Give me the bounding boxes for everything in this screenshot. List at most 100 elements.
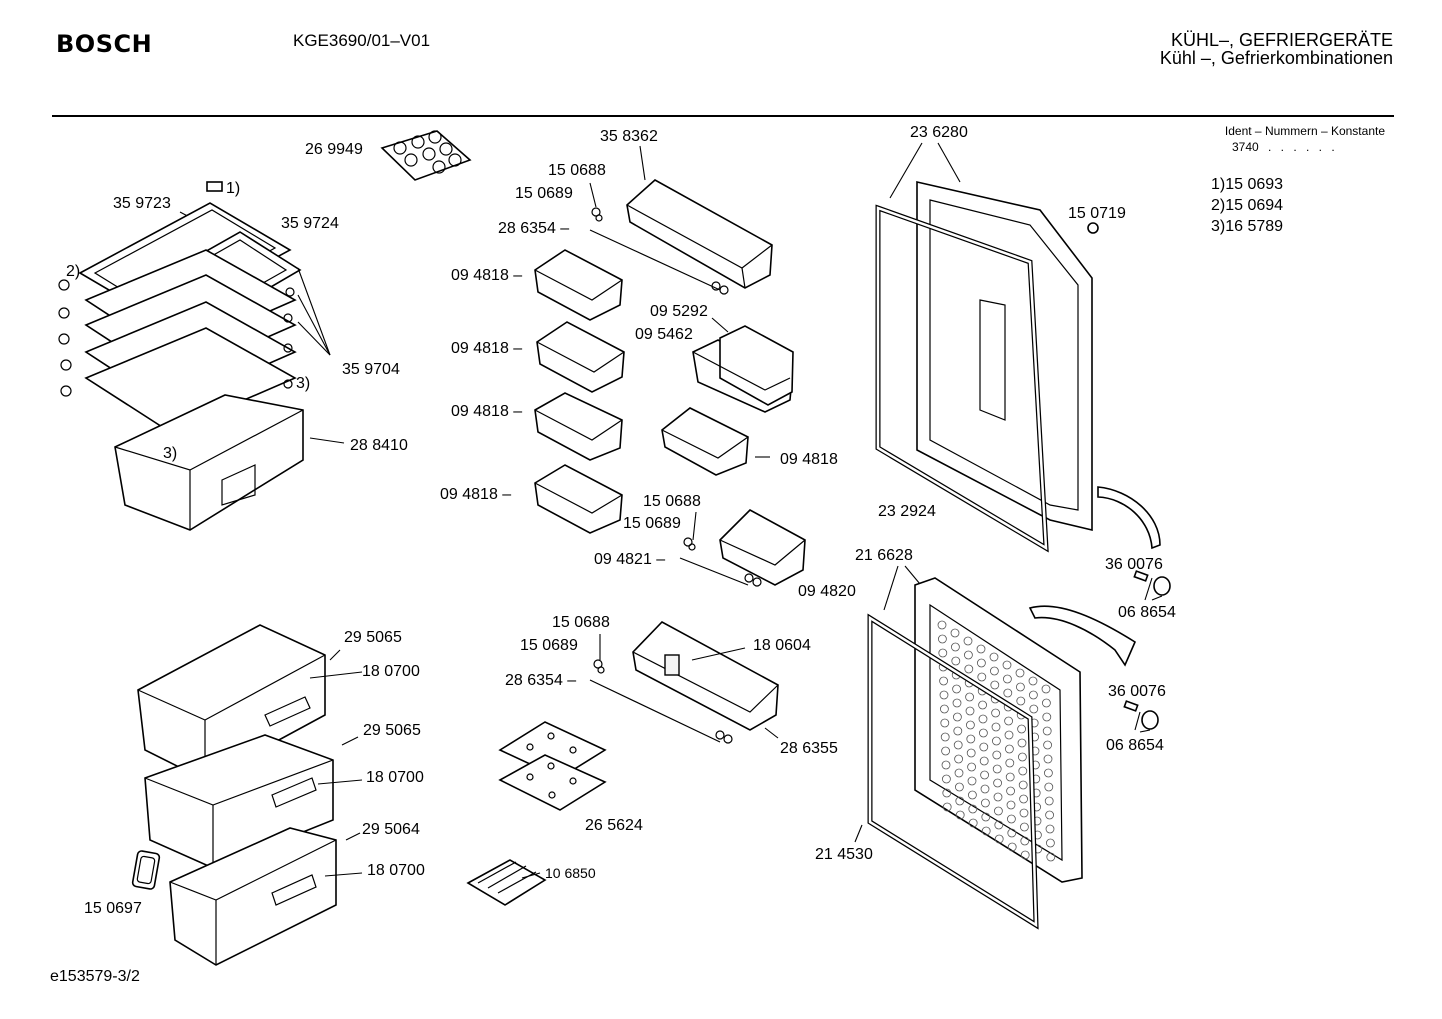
- butter-bin-1[interactable]: [534, 249, 623, 321]
- dimple: [990, 680, 1000, 690]
- dimple: [978, 714, 988, 724]
- dimple: [979, 756, 989, 766]
- butter-bin-5[interactable]: [661, 407, 749, 476]
- fridge-door-panel[interactable]: [916, 180, 1093, 532]
- dimple: [940, 718, 950, 728]
- label-216628: 21 6628: [855, 547, 913, 564]
- dimple: [1029, 690, 1038, 700]
- bottle-retainer-wire-3[interactable]: [589, 659, 733, 744]
- dimple: [955, 782, 964, 792]
- dimple: [968, 790, 977, 800]
- dimple: [1004, 730, 1014, 740]
- dimple: [1019, 808, 1029, 818]
- dimple: [968, 818, 978, 828]
- dimple: [941, 760, 951, 770]
- shelf-frame-4[interactable]: [84, 327, 297, 433]
- dimple: [1004, 716, 1013, 726]
- dimple: [1045, 824, 1055, 834]
- dimple: [952, 684, 961, 694]
- model-number: KGE3690/01–V01: [293, 31, 431, 50]
- dimple: [966, 748, 976, 758]
- dimple: [940, 704, 949, 714]
- ice-cube-tray[interactable]: [466, 859, 547, 906]
- dimple: [1003, 688, 1013, 698]
- dimple: [980, 770, 989, 780]
- dimple: [1006, 786, 1015, 796]
- dimple: [953, 712, 962, 722]
- dimple: [1046, 852, 1056, 862]
- door-stop-screw[interactable]: [1087, 222, 1099, 234]
- door-shelf-large[interactable]: [626, 179, 773, 289]
- door-shelf-bottle[interactable]: [632, 621, 779, 731]
- dimple: [942, 774, 951, 784]
- dimple: [966, 734, 976, 744]
- egg-tray[interactable]: [380, 130, 472, 181]
- butter-bin-3[interactable]: [534, 392, 623, 461]
- dimple: [939, 676, 948, 686]
- dimple: [1005, 772, 1015, 782]
- bottle-shelf-small[interactable]: [719, 509, 806, 586]
- marker-3b: 3): [163, 445, 177, 462]
- bottle-retainer-wire-2[interactable]: [679, 537, 762, 587]
- dimple: [1007, 842, 1017, 852]
- dimple: [1018, 780, 1028, 790]
- category-title: KÜHL–, GEFRIERGERÄTE: [1170, 30, 1393, 50]
- label-265624: 26 5624: [585, 817, 643, 834]
- dimple: [963, 636, 973, 646]
- dimple: [1042, 726, 1052, 736]
- ident-dots: . . . . . .: [1268, 140, 1338, 154]
- dimple: [1020, 836, 1030, 846]
- dimple: [981, 826, 991, 836]
- label-150688-b: 15 0688: [643, 493, 701, 510]
- shelf-support-clips[interactable]: [58, 279, 295, 397]
- door-handle-lower[interactable]: [1028, 605, 1137, 667]
- dimple: [941, 746, 950, 756]
- dimple: [951, 656, 961, 666]
- ident-title: Ident – Nummern – Konstante: [1224, 124, 1385, 138]
- marker-3a: 3): [296, 375, 310, 392]
- egg-compartment[interactable]: [692, 325, 794, 413]
- dimple: [968, 804, 978, 814]
- fridge-door-gasket[interactable]: [875, 204, 1049, 553]
- vegetable-crisper-drawer[interactable]: [114, 394, 304, 531]
- dimple: [1006, 800, 1016, 810]
- label-150697: 15 0697: [84, 900, 142, 917]
- cold-accumulator-2[interactable]: [498, 754, 607, 811]
- butter-bin-4[interactable]: [534, 464, 623, 534]
- handle-screw-lower[interactable]: [1123, 700, 1139, 712]
- dimple: [1016, 682, 1025, 692]
- label-095292: 09 5292: [650, 303, 708, 320]
- clip-1[interactable]: [206, 181, 223, 192]
- dimple: [994, 834, 1004, 844]
- label-295065-a: 29 5065: [344, 629, 402, 646]
- dimple: [955, 810, 965, 820]
- freezer-drawer-3[interactable]: [169, 827, 337, 966]
- bottle-retainer-wire-1[interactable]: [589, 207, 729, 295]
- freezer-drawer-1[interactable]: [137, 624, 326, 781]
- dimple: [981, 798, 990, 808]
- butter-bin-2[interactable]: [536, 321, 625, 393]
- door-handle-upper[interactable]: [1097, 486, 1161, 550]
- screw-cap-lower[interactable]: [1141, 710, 1159, 730]
- dimple: [966, 720, 975, 730]
- label-068654-b: 06 8654: [1106, 737, 1164, 754]
- dimple: [950, 628, 960, 638]
- marker-1: 1): [226, 180, 240, 197]
- dimple: [1042, 698, 1051, 708]
- dimple: [977, 658, 986, 668]
- screw-cap-upper[interactable]: [1153, 576, 1171, 596]
- handle-screw-upper[interactable]: [1133, 570, 1149, 582]
- dimple: [981, 812, 991, 822]
- label-150689-a: 15 0689: [515, 185, 573, 202]
- dimple: [955, 796, 965, 806]
- label-106850: 10 6850: [545, 865, 596, 881]
- label-095462: 09 5462: [635, 326, 693, 343]
- label-236280: 23 6280: [910, 124, 968, 141]
- seal-frame-small[interactable]: [131, 850, 161, 890]
- dimple: [1045, 810, 1054, 820]
- dimple: [1016, 696, 1026, 706]
- dimple: [1015, 668, 1025, 678]
- dimple: [1043, 740, 1052, 750]
- freezer-door-gasket[interactable]: [867, 613, 1039, 930]
- dimple: [952, 698, 962, 708]
